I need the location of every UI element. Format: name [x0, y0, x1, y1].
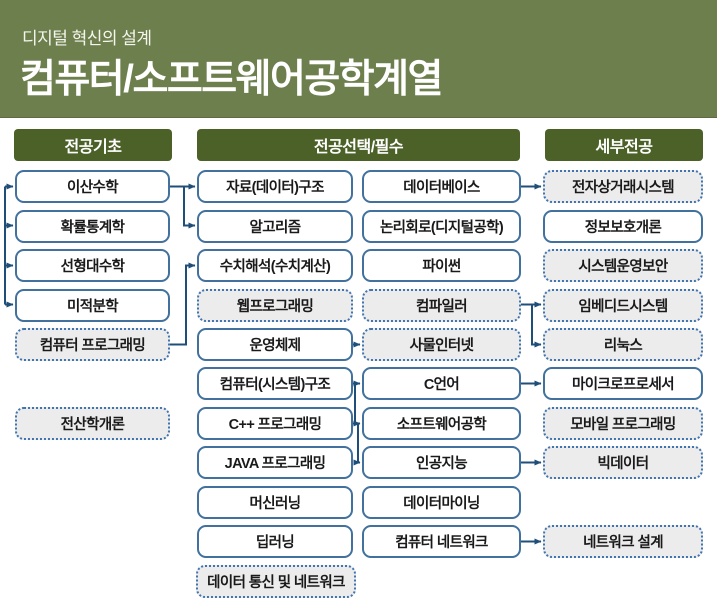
- course-box-operating-systems: 운영체제: [197, 328, 353, 361]
- page-title: 컴퓨터/소프트웨어공학계열: [20, 58, 443, 101]
- course-box-ai: 인공지능: [362, 446, 521, 479]
- course-box-data-structures: 자료(데이터)구조: [197, 170, 353, 203]
- course-box-info-security-intro: 정보보호개론: [543, 210, 703, 243]
- course-box-intro-cs: 전산학개론: [15, 407, 170, 440]
- course-box-iot: 사물인터넷: [362, 328, 521, 361]
- course-box-computer-programming: 컴퓨터 프로그래밍: [15, 328, 170, 361]
- course-box-linear-algebra: 선형대수학: [15, 249, 170, 282]
- course-box-data-mining: 데이터마이닝: [362, 486, 521, 519]
- course-box-microprocessor: 마이크로프로세서: [543, 367, 703, 400]
- course-box-python: 파이썬: [362, 249, 521, 282]
- course-box-compilers: 컴파일러: [362, 289, 521, 322]
- banner-subtitle: 디지털 혁신의 설계: [22, 29, 152, 48]
- course-box-computer-networks: 컴퓨터 네트워크: [362, 525, 521, 558]
- course-box-prob-stats: 확률통계학: [15, 210, 170, 243]
- course-box-web-programming: 웹프로그래밍: [197, 289, 353, 322]
- course-box-numerical-analysis: 수치해석(수치계산): [197, 249, 353, 282]
- course-box-computer-architecture: 컴퓨터(시스템)구조: [197, 367, 353, 400]
- course-box-machine-learning: 머신러닝: [197, 486, 353, 519]
- column-header-basics: 전공기초: [14, 129, 172, 161]
- course-box-c-language: C언어: [362, 367, 521, 400]
- banner: 디지털 혁신의 설계 컴퓨터/소프트웨어공학계열: [0, 0, 717, 118]
- course-box-linux: 리눅스: [543, 328, 703, 361]
- course-box-system-ops-security: 시스템운영보안: [543, 249, 703, 282]
- course-box-database: 데이터베이스: [362, 170, 521, 203]
- course-box-big-data: 빅데이터: [543, 446, 703, 479]
- column-header-advanced: 세부전공: [545, 129, 703, 161]
- column-header-electives: 전공선택/필수: [197, 129, 520, 161]
- course-box-java-programming: JAVA 프로그래밍: [197, 446, 353, 479]
- course-box-ecommerce-systems: 전자상거래시스템: [543, 170, 703, 203]
- course-box-cpp-programming: C++ 프로그래밍: [197, 407, 353, 440]
- course-box-network-design: 네트워크 설계: [543, 525, 703, 558]
- course-box-discrete-math: 이산수학: [15, 170, 170, 203]
- course-box-algorithms: 알고리즘: [197, 210, 353, 243]
- course-box-software-engineering: 소프트웨어공학: [362, 407, 521, 440]
- course-box-data-comm-networks: 데이터 통신 및 네트워크: [196, 565, 356, 598]
- course-box-calculus: 미적분학: [15, 289, 170, 322]
- course-box-mobile-programming: 모바일 프로그래밍: [543, 407, 703, 440]
- course-box-embedded-systems: 임베디드시스템: [543, 289, 703, 322]
- course-box-deep-learning: 딥러닝: [197, 525, 353, 558]
- course-box-logic-circuits: 논리회로(디지털공학): [362, 210, 521, 243]
